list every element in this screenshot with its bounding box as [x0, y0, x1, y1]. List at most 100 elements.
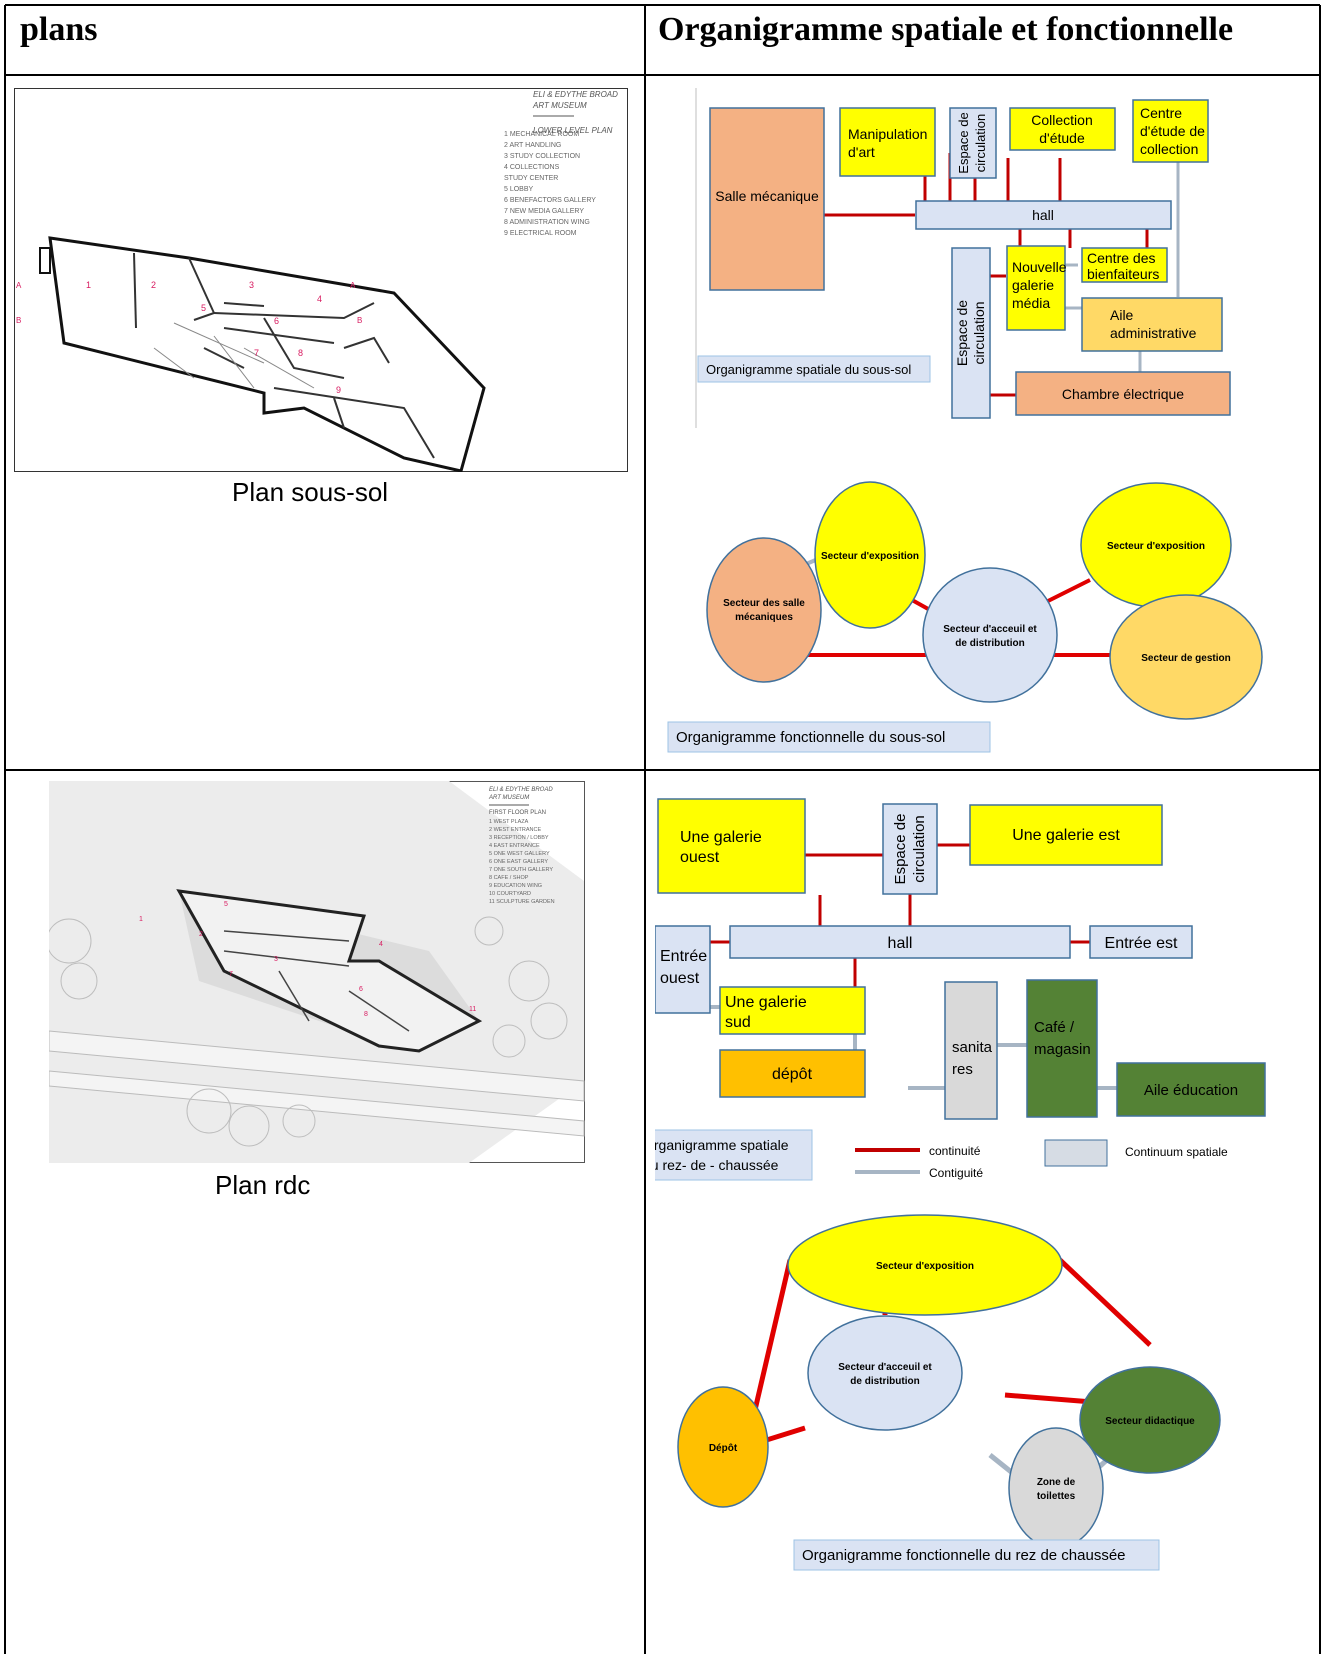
svg-text:Zone de: Zone de — [1037, 1477, 1076, 1488]
basement-legend-item: 1 MECHANICAL ROOM — [504, 131, 579, 138]
box-aile-administrative — [1081, 297, 1223, 352]
svg-text:hall: hall — [888, 935, 913, 952]
svg-text:Organigramme fonctionnelle du: Organigramme fonctionnelle du rez de cha… — [802, 1547, 1126, 1564]
svg-text:2: 2 — [199, 931, 203, 938]
svg-text:ELI & EDYTHE BROAD: ELI & EDYTHE BROAD — [489, 787, 553, 793]
svg-text:circulation: circulation — [911, 815, 928, 883]
svg-text:Organigramme spatiale du sous-: Organigramme spatiale du sous-sol — [706, 362, 911, 377]
svg-text:continuité: continuité — [929, 1144, 981, 1158]
box-galerie-est — [969, 804, 1163, 866]
svg-text:Espace de: Espace de — [954, 300, 970, 366]
ground-plan-legend: ELI & EDYTHE BROAD ART MUSEUM FIRST FLOO… — [488, 787, 553, 816]
svg-text:d'art: d'art — [848, 144, 875, 160]
basement-legend-item: STUDY CENTER — [504, 175, 558, 182]
ellipse-secteur-salles-mecaniques — [706, 537, 822, 683]
basement-legend-item: 5 LOBBY — [504, 186, 534, 193]
box-aile-education — [1116, 1062, 1266, 1117]
ellipse-depot — [677, 1386, 769, 1508]
basement-legend-item: 6 BENEFACTORS GALLERY — [504, 197, 596, 204]
box-galerie-ouest — [657, 798, 806, 894]
svg-text:circulation: circulation — [973, 114, 988, 173]
caption-box-functional-ground — [793, 1539, 1160, 1571]
ground-legend-item: 10 COURTYARD — [489, 891, 531, 897]
box-salle-mecanique — [709, 107, 825, 291]
svg-text:B: B — [357, 316, 362, 325]
caption-box-functional-basement — [667, 721, 991, 753]
svg-text:de distribution: de distribution — [850, 1376, 919, 1387]
box-entree-est — [1089, 925, 1193, 959]
svg-text:Organigramme fonctionnelle du: Organigramme fonctionnelle du sous-sol — [676, 729, 945, 746]
ellipse-secteur-exposition-left — [814, 481, 926, 629]
svg-text:de distribution: de distribution — [955, 638, 1024, 649]
basement-legend-item: 2 ART HANDLING — [504, 142, 561, 149]
svg-text:Une galerie: Une galerie — [680, 829, 762, 846]
svg-text:administrative: administrative — [1110, 325, 1197, 341]
svg-text:Nouvelle: Nouvelle — [1012, 259, 1067, 275]
svg-text:Café /: Café / — [1034, 1019, 1075, 1036]
svg-text:Organigramme spatiale: Organigramme spatiale — [655, 1137, 789, 1153]
ground-legend-item: 9 EDUCATION WING — [489, 883, 542, 889]
svg-text:Manipulation: Manipulation — [848, 126, 927, 142]
svg-text:Secteur didactique: Secteur didactique — [1105, 1416, 1195, 1427]
ground-legend-item: 3 RECEPTION / LOBBY — [489, 835, 549, 841]
svg-text:collection: collection — [1140, 141, 1198, 157]
svg-text:média: média — [1012, 295, 1050, 311]
svg-text:Aile éducation: Aile éducation — [1144, 1082, 1238, 1099]
svg-text:ELI & EDYTHE BROAD: ELI & EDYTHE BROAD — [533, 90, 618, 99]
ellipse-secteur-gestion — [1109, 594, 1263, 720]
svg-text:Secteur d'acceuil et: Secteur d'acceuil et — [943, 624, 1037, 635]
svg-text:Entrée est: Entrée est — [1105, 935, 1178, 952]
svg-text:Continuum spatiale: Continuum spatiale — [1125, 1145, 1228, 1159]
svg-text:Secteur d'exposition: Secteur d'exposition — [1107, 541, 1205, 552]
ellipse-secteur-accueil-ground — [807, 1315, 963, 1431]
ground-legend-item: 5 ONE WEST GALLERY — [489, 851, 550, 857]
svg-text:magasin: magasin — [1034, 1041, 1091, 1058]
svg-text:toilettes: toilettes — [1037, 1491, 1076, 1502]
svg-text:Espace de: Espace de — [956, 112, 971, 173]
svg-text:Une galerie est: Une galerie est — [1012, 827, 1120, 844]
ellipse-zone-toilettes — [1008, 1427, 1104, 1549]
svg-text:du rez- de - chaussée: du rez- de - chaussée — [655, 1157, 779, 1173]
basement-plan: ELI & EDYTHE BROAD ART MUSEUM LOWER LEVE… — [14, 88, 628, 472]
svg-text:8: 8 — [364, 1011, 368, 1018]
svg-text:d'étude de: d'étude de — [1140, 123, 1205, 139]
svg-text:Aile: Aile — [1110, 307, 1134, 323]
box-cafe-magasin — [1026, 979, 1098, 1118]
svg-text:Centre des: Centre des — [1087, 250, 1155, 266]
svg-text:Collection: Collection — [1031, 112, 1092, 128]
svg-text:dépôt: dépôt — [772, 1066, 813, 1083]
legend-diagram-ground: continuité Contiguité Continuum spatiale — [855, 1139, 1228, 1180]
svg-text:Secteur d'acceuil et: Secteur d'acceuil et — [838, 1362, 932, 1373]
svg-text:galerie: galerie — [1012, 277, 1054, 293]
svg-text:FIRST FLOOR PLAN: FIRST FLOOR PLAN — [489, 810, 546, 816]
basement-legend-item: 3 STUDY COLLECTION — [504, 153, 580, 160]
svg-text:Contiguité: Contiguité — [929, 1166, 983, 1180]
box-chambre-electrique — [1015, 371, 1231, 416]
svg-text:bienfaiteurs: bienfaiteurs — [1087, 266, 1159, 282]
caption-box-spatial-basement — [697, 355, 931, 383]
basement-room-number: 4 — [317, 294, 322, 304]
svg-text:6: 6 — [359, 986, 363, 993]
box-hall-basement — [915, 200, 1172, 230]
ground-legend-item: 2 WEST ENTRANCE — [489, 827, 541, 833]
basement-legend-item: 9 ELECTRICAL ROOM — [504, 230, 577, 237]
box-manipulation-art — [839, 107, 936, 177]
box-collection-etude — [1009, 107, 1116, 151]
basement-legend-item: 8 ADMINISTRATION WING — [504, 219, 590, 226]
box-espace-circulation-top — [949, 107, 997, 179]
basement-room-number: 6 — [274, 316, 279, 326]
ground-legend-item: 7 ONE SOUTH GALLERY — [489, 867, 553, 873]
box-centre-etude-collection — [1132, 99, 1209, 163]
box-centre-bienfaiteurs — [1081, 247, 1168, 283]
box-entree-ouest — [655, 925, 711, 1014]
spatial-diagram-ground: Une galerie ouest Espace de circulation … — [655, 798, 1266, 1181]
svg-text:ART MUSEUM: ART MUSEUM — [532, 101, 587, 110]
box-depot-ground — [719, 1049, 866, 1098]
svg-text:sud: sud — [725, 1014, 751, 1031]
basement-room-number: 2 — [151, 280, 156, 290]
spatial-diagram-basement: Salle mécanique Manipulation d'art Espac… — [695, 88, 1231, 428]
